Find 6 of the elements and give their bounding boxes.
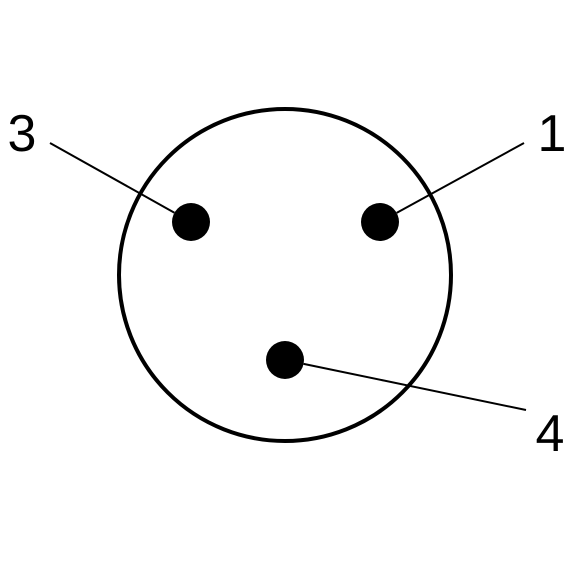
leader-line (50, 142, 175, 214)
leader-line (396, 142, 524, 214)
leader-line (303, 362, 526, 411)
pin-number: 1 (538, 108, 566, 160)
pin-number: 3 (8, 108, 36, 160)
pin-number: 4 (536, 408, 564, 460)
